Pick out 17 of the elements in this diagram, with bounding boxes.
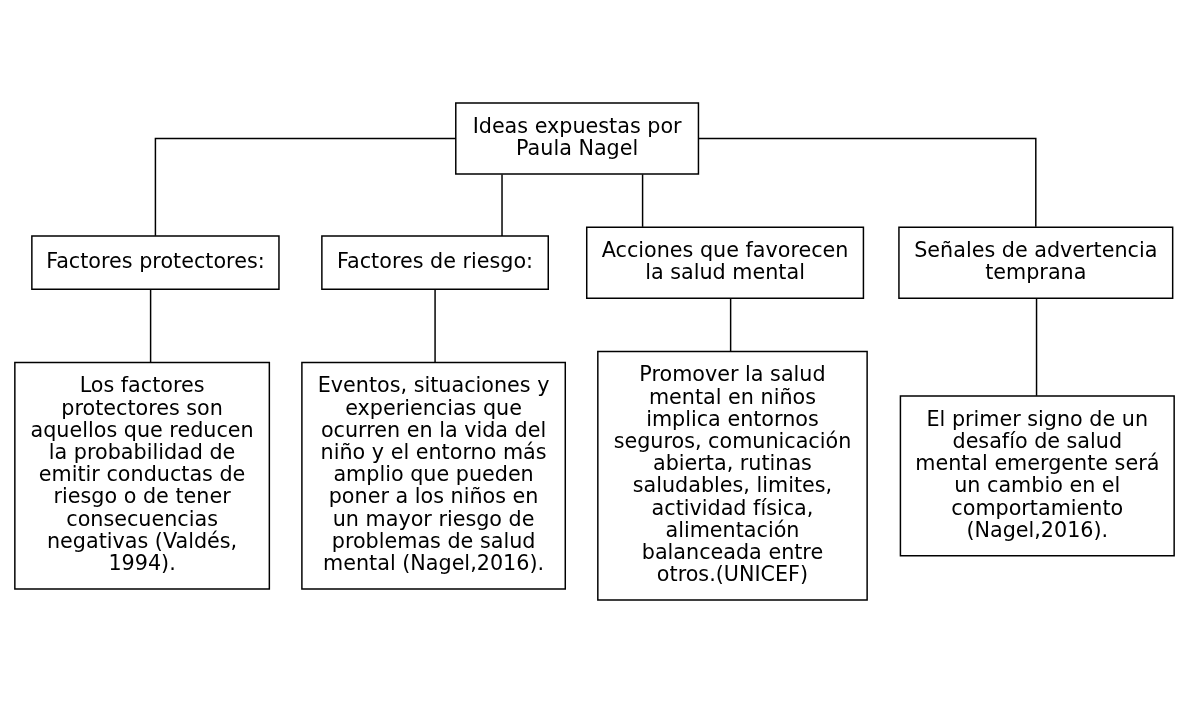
node-box: El primer signo de un desafío de salud mental emergente será un cambio en el comportamiento (Nagel,2016). xyxy=(899,394,1175,556)
node-box: Factores protectores: xyxy=(31,234,280,290)
node-box: Los factores protectores son aquellos que reducen la probabilidad de emitir conductas de riesgo o de tener consecuencias negativas (Valdés, 1994). xyxy=(14,361,271,590)
node-box: Acciones que favorecen la salud mental xyxy=(586,225,865,299)
connector xyxy=(641,173,644,228)
connector xyxy=(501,173,503,237)
node-box: Señales de advertencia temprana xyxy=(898,225,1174,299)
node-box: Promover la salud mental en niños implica entornos seguros, comunicación abierta, rutinas saludables, limites, actividad física, alimentación balanceada entre otros.(UNICEF) xyxy=(597,350,868,601)
connector xyxy=(149,288,152,363)
node-box: Eventos, situaciones y experiencias que ocurren en la vida del niño y el entorno más amplio que pueden poner a los niños en un mayor riesgo de problemas de salud mental (Nagel,2016). xyxy=(301,361,566,590)
connector xyxy=(698,137,1037,227)
node-box: Ideas expuestas por Paula Nagel xyxy=(455,101,700,175)
connector xyxy=(154,137,457,236)
connector xyxy=(1035,297,1038,396)
connector xyxy=(434,288,436,363)
node-box: Factores de riesgo: xyxy=(321,234,549,290)
connector xyxy=(729,297,732,352)
